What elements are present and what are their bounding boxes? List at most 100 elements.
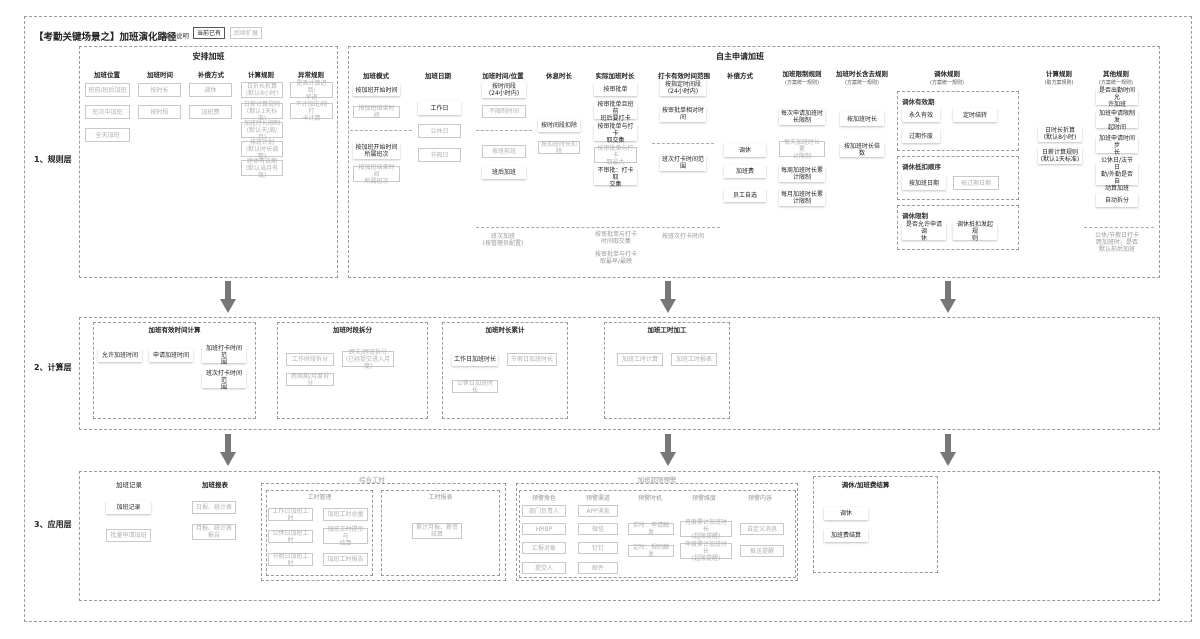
header-actual: 实际加班时长: [595, 72, 635, 80]
arranged-calc-item: 排班计划 (默认时长调整): [241, 139, 283, 160]
effective-item: 班次打卡时间范 围: [202, 370, 246, 391]
header-time-pos: 加班时间/位置: [482, 72, 524, 80]
header-leave: 调休规则(方案统一规则): [930, 70, 964, 86]
report-item: 月报、统计表 报告: [192, 524, 236, 540]
accum-item: 公休日加班时长: [452, 380, 498, 394]
alert-content: 推送提醒: [740, 545, 784, 557]
settle-panel: [813, 476, 938, 573]
comprehensive-item: 加班工时总量: [323, 508, 368, 521]
hours-item: 加班工时计算: [617, 353, 663, 366]
alert-role: 汇报对象: [522, 542, 566, 554]
arranged-comp-item: 加班费: [189, 105, 232, 119]
header-exception: 异常规则: [298, 71, 324, 79]
actual-item: 不审批：打卡取 交集: [594, 167, 637, 188]
down-arrow-icon: [940, 434, 956, 468]
report-title: 加班报表: [202, 481, 228, 489]
self-title: 自主申请加班: [716, 52, 764, 61]
time-pos-item: 不限制时间: [482, 105, 526, 118]
leave-group-title: 调休有效期: [902, 98, 935, 106]
accum-title: 加班时长累计: [485, 326, 525, 334]
leave-item: 过期作废: [902, 129, 940, 143]
alert-dim: 月度累计加班时长 (超限提醒): [680, 519, 732, 540]
alert-dim: 年度累计加班时长 (超限提醒): [680, 541, 732, 562]
other-item: 加班申请限制发 起时间: [1096, 110, 1138, 131]
header-time: 加班时间: [147, 71, 173, 79]
alert-channel: 钉钉: [578, 542, 618, 554]
hours-panel: [604, 322, 730, 419]
arranged-exception-item: 不计加班/按打 卡计算: [290, 101, 333, 122]
comprehensive-panel: [261, 483, 506, 581]
self-calc-item: 日时长折算 (默认8小时): [1038, 126, 1082, 142]
actual-item: 按审批单: [594, 83, 637, 96]
leave-group-validity: [897, 91, 1019, 151]
rest-item: 按时间段扣除: [538, 119, 580, 132]
hours-title: 加班工时加工: [647, 326, 687, 334]
comprehensive-item: 加班工时报告: [323, 553, 368, 566]
arranged-position-item: 班前/班后加班: [85, 83, 130, 97]
mode-item: 按加班结束时间 所属班次: [353, 164, 400, 185]
alert-header: 预警角色: [531, 495, 556, 502]
down-arrow-icon: [660, 281, 676, 315]
report-item: 日报、统计表: [192, 501, 236, 514]
future-note: 按审批单与打卡 时间取交集: [594, 231, 637, 245]
alert-channel: 微信: [578, 523, 618, 535]
arranged-calc-item: 日折长折算 (默认8小时): [241, 82, 283, 98]
records-title: 加班记录: [116, 481, 142, 489]
comprehensive-item: 节假日加班工时: [268, 553, 313, 567]
alert-role: 提交人: [522, 562, 566, 574]
header-other: 其他规则(方案统一规则): [1099, 70, 1133, 86]
down-arrow-icon: [220, 434, 236, 468]
outer-frame: [24, 16, 1192, 622]
hours-mgmt-title: 工时管理: [307, 494, 332, 501]
limit-item: 每周加班时长累 计限制: [779, 166, 825, 182]
alert-header: 预警维度: [691, 495, 716, 502]
down-arrow-icon: [220, 281, 236, 315]
arranged-comp-item: 调休: [189, 83, 232, 97]
split-panel: [277, 322, 428, 419]
time-pos-item: 按班前班: [482, 145, 526, 158]
limit-item: 每次申请加班时 长限制: [779, 109, 825, 125]
legend-future: 后续扩展: [230, 27, 262, 39]
time-pos-item: 班后加班: [482, 166, 526, 179]
punch-item: 班次打卡时间范 围: [660, 155, 706, 171]
header-punch: 打卡有效时间范围: [658, 72, 710, 80]
app-layer-panel: [79, 471, 1160, 601]
punch-item: 按审批单相对时 间: [660, 106, 706, 122]
page-title: 【考勤关键场景之】加班演化路径: [34, 32, 177, 43]
time-pos-item: 按时间段 (24小时内): [482, 82, 526, 98]
other-item: 是否出勤时间允 许加班: [1096, 87, 1138, 108]
arranged-exception-item: 是否计算迟到/ 早退: [290, 80, 333, 101]
alert-inner-panel: [519, 490, 796, 578]
header-date: 加班日期: [425, 72, 451, 80]
other-item: 自动拆分: [1096, 193, 1138, 207]
settle-item: 调休: [824, 507, 868, 520]
settle-item: 加班费结算: [824, 529, 868, 542]
arranged-calc-item: 跨休有效期 (默认当月有效): [241, 158, 283, 179]
down-arrow-icon: [660, 434, 676, 468]
down-arrow-icon: [940, 281, 956, 315]
self-comp-item: 调休: [724, 144, 766, 157]
date-item: 工作日: [418, 101, 461, 115]
mode-item: 按加班开始时间: [353, 84, 400, 96]
self-comp-item: 员工自选: [724, 189, 766, 202]
report2-title: 工时报表: [428, 494, 453, 501]
effective-title: 加班有效时间计算: [148, 326, 201, 334]
accum-item: 节假日加班时长: [507, 353, 557, 366]
records-item: 批量申请加班: [106, 529, 151, 542]
header-deduct: 加班时长含去规则(方案统一规则): [836, 70, 888, 86]
header-self-calc: 计算规则(取方案规则): [1044, 70, 1074, 86]
header-mode: 加班模式: [363, 72, 389, 80]
effective-item: 申请加班时间: [149, 349, 193, 362]
actual-item: 按审批单且班前 班后要打卡: [594, 101, 637, 122]
future-note: 班次加班 (按管理员配置): [482, 233, 524, 247]
records-item: 加班记录: [106, 501, 151, 514]
self-comp-item: 加班费: [724, 165, 766, 178]
mode-item: 按加班开始时间 所属班次: [353, 143, 400, 159]
leave-group-order: [897, 156, 1019, 200]
accum-item: 工作日加班时长: [452, 353, 498, 366]
alert-channel: 邮件: [578, 562, 618, 574]
leave-item: 调休抵扣发起规 则: [953, 221, 997, 242]
header-limit: 加班限制规则(方案统一规则): [782, 70, 822, 86]
split-title: 加班时段拆分: [333, 326, 372, 334]
future-note: 按审批单与打卡 取最早/最晚: [594, 251, 637, 265]
